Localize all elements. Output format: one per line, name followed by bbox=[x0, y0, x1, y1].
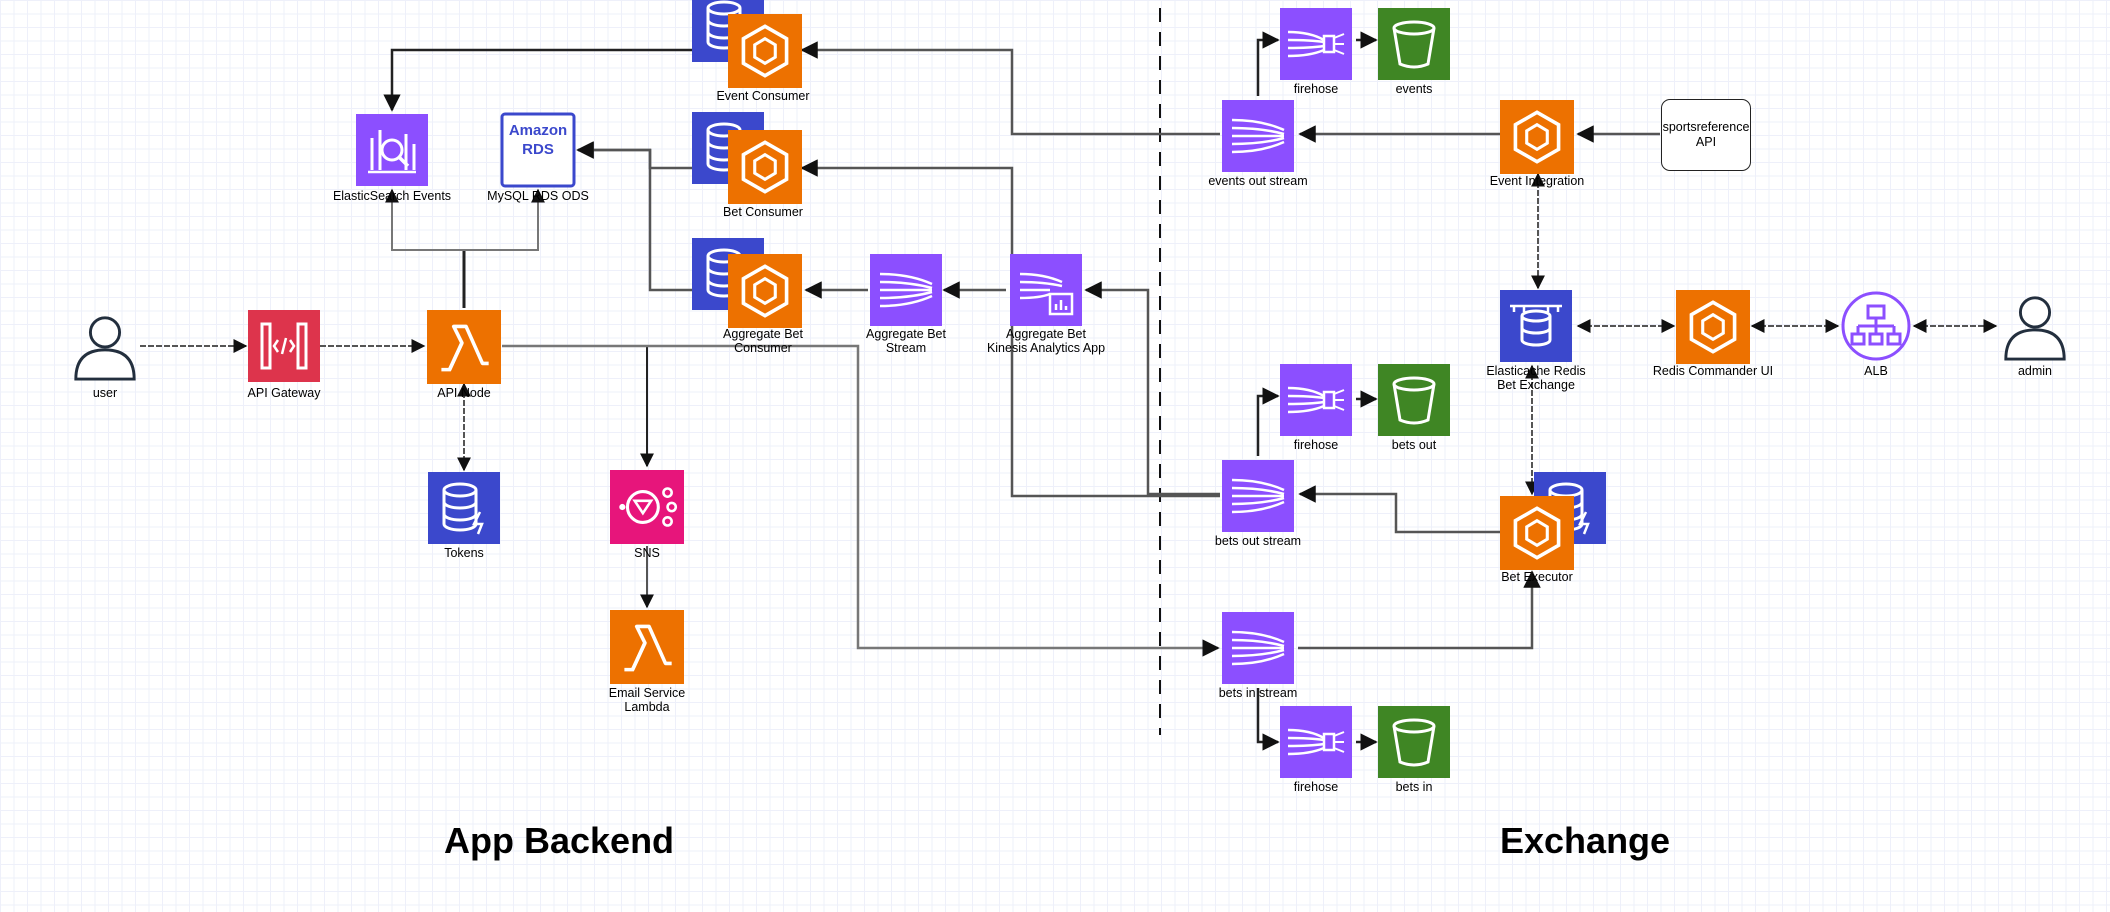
edge-eventconsumer-es bbox=[383, 48, 722, 112]
user-label: user bbox=[92, 386, 118, 400]
redis-label-line2: Bet Exchange bbox=[1497, 378, 1575, 392]
bet-consumer-ecs-icon[interactable] bbox=[728, 130, 802, 204]
s3-bets-in-icon[interactable] bbox=[1378, 706, 1450, 778]
es-events-label: ElasticSearch Events bbox=[332, 189, 452, 203]
bet-executor-ecs-icon[interactable] bbox=[1500, 496, 1574, 570]
bets-out-stream-icon[interactable] bbox=[1222, 460, 1294, 532]
kinesis-app-label-line1: Aggregate Bet bbox=[1006, 327, 1086, 341]
agg-stream-label-line2: Stream bbox=[885, 341, 927, 355]
event-consumer-label: Event Consumer bbox=[716, 89, 810, 103]
rds-text-amazon: Amazon bbox=[509, 122, 567, 139]
firehose-bets-out-label: firehose bbox=[1293, 438, 1339, 452]
admin-user-icon bbox=[2004, 296, 2066, 361]
firehose-bets-in-label: firehose bbox=[1293, 780, 1339, 794]
agg-consumer-label-line1: Aggregate Bet bbox=[723, 327, 803, 341]
email-label-line2: Lambda bbox=[624, 700, 670, 714]
sns-label: SNS bbox=[634, 546, 660, 560]
edge-betsin-firehose bbox=[1256, 688, 1280, 751]
s3-events-label: events bbox=[1395, 82, 1433, 96]
edge-eventsout-eventconsumer bbox=[800, 41, 1220, 136]
api-node-label: API Node bbox=[437, 386, 491, 400]
bets-in-stream-icon[interactable] bbox=[1222, 612, 1294, 684]
edge-apinode-rds bbox=[464, 188, 545, 251]
elasticsearch-icon[interactable] bbox=[356, 114, 428, 186]
api-gateway-label: API Gateway bbox=[247, 386, 321, 400]
events-out-label: events out stream bbox=[1208, 174, 1308, 188]
bets-in-label: bets in stream bbox=[1218, 686, 1298, 700]
edge-aggconsumer-rds bbox=[576, 141, 722, 292]
edge-apinode-es bbox=[385, 188, 464, 251]
app-backend-title: App Backend bbox=[444, 820, 675, 861]
events-out-stream-icon[interactable] bbox=[1222, 100, 1294, 172]
admin-label: admin bbox=[2017, 364, 2053, 378]
tokens-label: Tokens bbox=[444, 546, 484, 560]
sns-icon[interactable] bbox=[610, 470, 684, 544]
event-integration-label: Event Integration bbox=[1489, 174, 1585, 188]
email-lambda-icon[interactable] bbox=[610, 610, 684, 684]
agg-consumer-ecs-icon[interactable] bbox=[728, 254, 802, 328]
agg-stream-label-line1: Aggregate Bet bbox=[866, 327, 946, 341]
api-gateway-icon[interactable] bbox=[248, 310, 320, 382]
firehose-bets-in-icon[interactable] bbox=[1280, 706, 1352, 778]
agg-stream-kinesis-icon[interactable] bbox=[870, 254, 942, 326]
event-consumer-ecs-icon[interactable] bbox=[728, 14, 802, 88]
bet-consumer-label: Bet Consumer bbox=[723, 205, 803, 219]
redis-commander-label: Redis Commander UI bbox=[1652, 364, 1774, 378]
s3-bets-in-label: bets in bbox=[1395, 780, 1433, 794]
bets-out-label: bets out stream bbox=[1214, 534, 1302, 548]
firehose-events-icon[interactable] bbox=[1280, 8, 1352, 80]
rds-icon[interactable]: Amazon RDS bbox=[500, 112, 576, 188]
redis-elasticache-icon[interactable] bbox=[1500, 290, 1572, 362]
bet-executor-label: Bet Executor bbox=[1501, 570, 1573, 584]
alb-icon[interactable] bbox=[1841, 291, 1911, 361]
redis-commander-ecs-icon[interactable] bbox=[1676, 290, 1750, 364]
user-icon bbox=[74, 316, 136, 381]
rds-text-rds: RDS bbox=[522, 141, 554, 158]
edge-betexecutor-betsout bbox=[1298, 485, 1500, 534]
api-node-lambda-icon[interactable] bbox=[426, 310, 502, 384]
s3-bets-out-icon[interactable] bbox=[1378, 364, 1450, 436]
edge-eventsout-firehose bbox=[1256, 31, 1280, 96]
s3-events-icon[interactable] bbox=[1378, 8, 1450, 80]
exchange-title: Exchange bbox=[1500, 820, 1671, 861]
mysql-label: MySQL RDS ODS bbox=[487, 189, 589, 203]
s3-bets-out-label: bets out bbox=[1391, 438, 1437, 452]
edge-apinode-sns bbox=[502, 345, 654, 468]
edge-betsout-kda bbox=[1084, 281, 1220, 496]
kinesis-analytics-icon[interactable] bbox=[1010, 254, 1082, 326]
api-label-line1: sportsreference bbox=[1662, 120, 1750, 134]
firehose-events-label: firehose bbox=[1293, 82, 1339, 96]
agg-consumer-label-line2: Consumer bbox=[734, 341, 792, 355]
event-integration-ecs-icon[interactable] bbox=[1500, 100, 1574, 174]
kinesis-app-label-line2: Kinesis Analytics App bbox=[986, 341, 1106, 355]
edge-betsout-betconsumer bbox=[800, 159, 1220, 498]
api-label-line2: API bbox=[1695, 135, 1717, 149]
firehose-bets-out-icon[interactable] bbox=[1280, 364, 1352, 436]
tokens-dynamodb-icon[interactable] bbox=[428, 472, 500, 544]
alb-label: ALB bbox=[1864, 364, 1888, 378]
edge-betsout-firehose bbox=[1256, 387, 1280, 456]
email-label-line1: Email Service bbox=[608, 686, 686, 700]
edge-betsin-betexecutor bbox=[1298, 570, 1541, 650]
edge-apinode-betsin bbox=[502, 344, 1220, 657]
redis-label-line1: Elasticache Redis bbox=[1486, 364, 1586, 378]
